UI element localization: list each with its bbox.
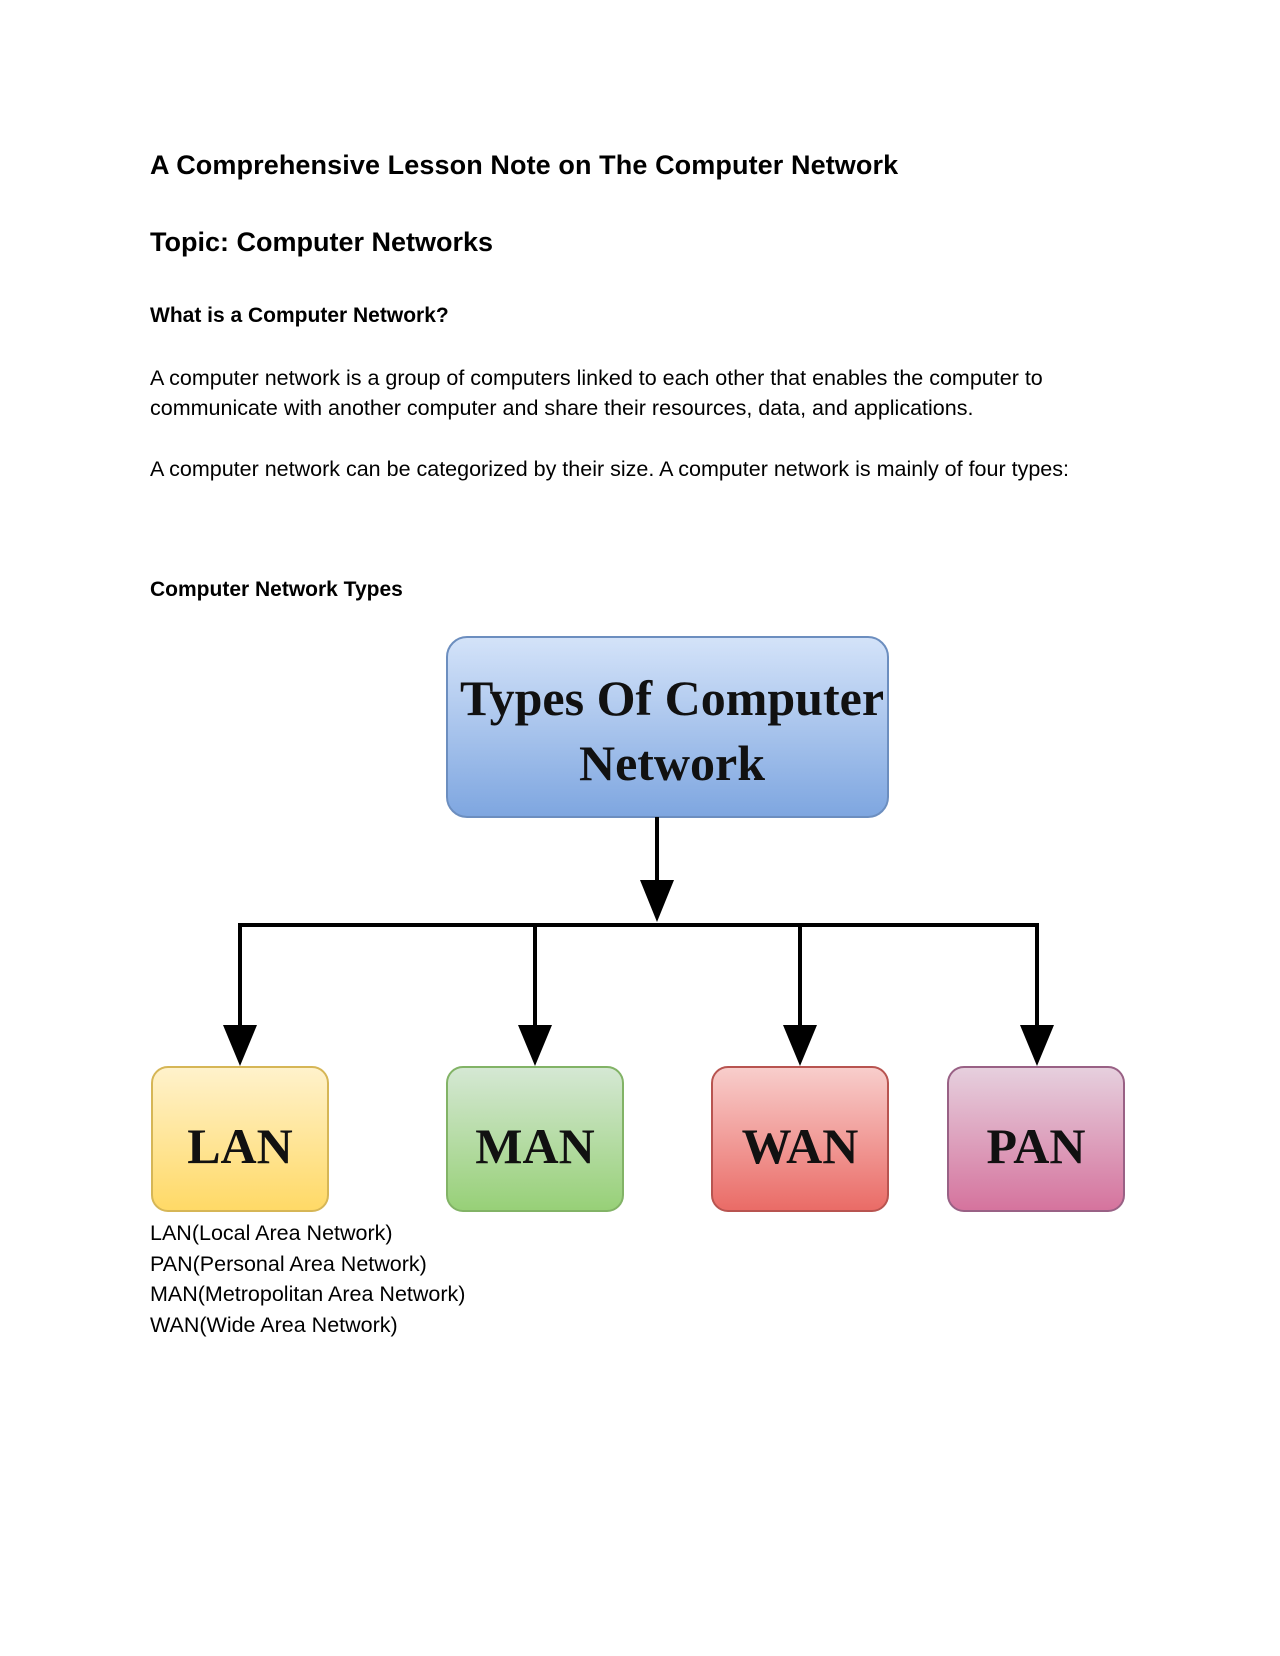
wan-node: WAN: [711, 1066, 889, 1212]
pan-label: PAN: [986, 1118, 1085, 1174]
abbreviation-list: LAN(Local Area Network) PAN(Personal Are…: [150, 1218, 465, 1340]
root-node: Types Of Computer Network: [446, 636, 889, 818]
categories-paragraph: A computer network can be categorized by…: [150, 457, 1069, 481]
abbreviation-pan: PAN(Personal Area Network): [150, 1251, 427, 1276]
root-label-line1: Types Of Computer: [460, 670, 884, 726]
definition-paragraph: A computer network is a group of compute…: [150, 366, 1043, 420]
man-node: MAN: [446, 1066, 624, 1212]
wan-arrowhead-icon: [783, 1025, 817, 1066]
topic-heading: Topic: Computer Networks: [150, 227, 494, 257]
man-label: MAN: [475, 1118, 594, 1174]
wan-label: WAN: [742, 1118, 859, 1174]
lan-arrowhead-icon: [223, 1025, 257, 1066]
branch-connector-line: [238, 923, 1039, 1045]
abbreviation-man: MAN(Metropolitan Area Network): [150, 1282, 466, 1306]
abbreviation-wan: WAN(Wide Area Network): [150, 1312, 398, 1337]
pan-node: PAN: [947, 1066, 1125, 1212]
lan-label: LAN: [187, 1118, 293, 1174]
document-title: A Comprehensive Lesson Note on The Compu…: [150, 150, 899, 180]
lan-node: LAN: [151, 1066, 329, 1212]
section-heading: What is a Computer Network?: [150, 304, 449, 327]
pan-arrowhead-icon: [1020, 1025, 1054, 1066]
network-types-heading: Computer Network Types: [150, 578, 403, 601]
root-label-line2: Network: [579, 735, 765, 791]
root-arrowhead-icon: [640, 880, 674, 922]
man-arrowhead-icon: [518, 1025, 552, 1066]
abbreviation-lan: LAN(Local Area Network): [150, 1221, 393, 1245]
